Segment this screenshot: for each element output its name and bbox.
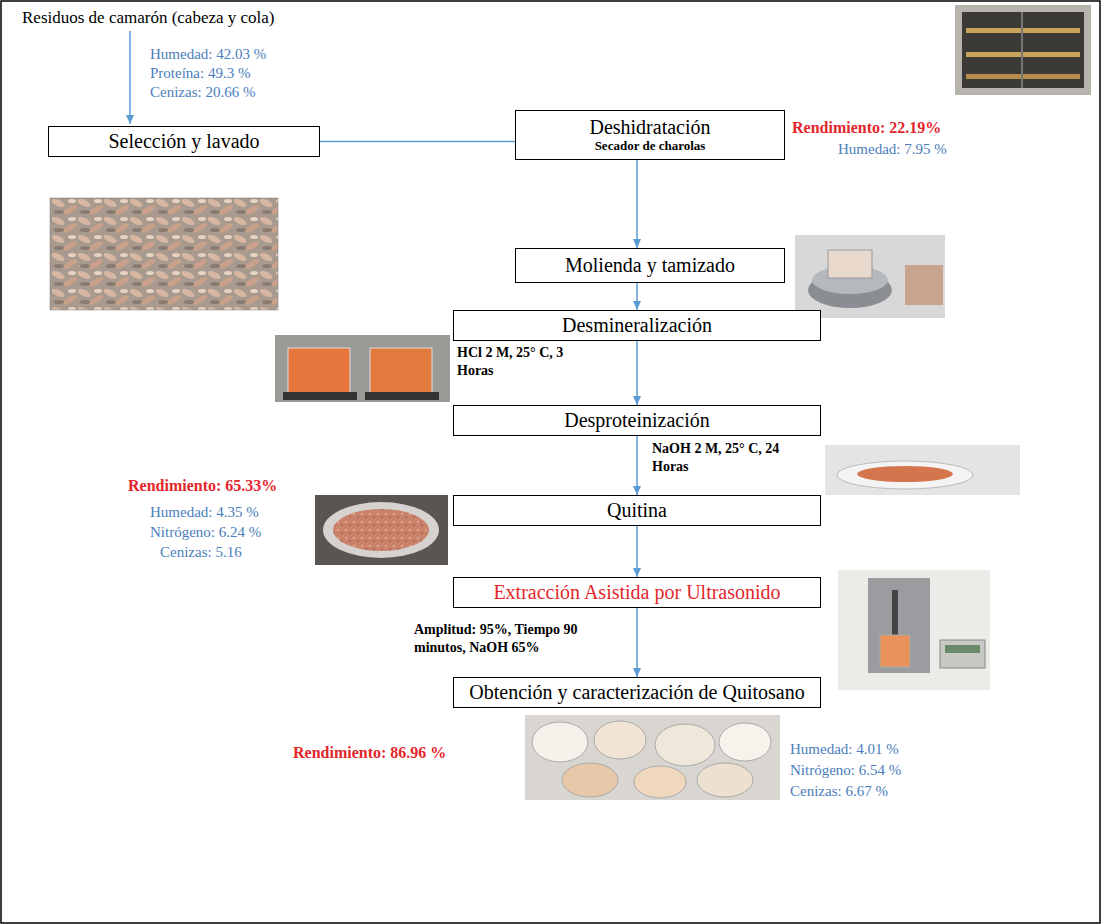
yield-label: Rendimiento: 65.33% xyxy=(128,477,277,495)
flow-arrow xyxy=(636,608,638,677)
process-box: Desproteinización xyxy=(453,405,821,436)
condition-label: NaOH 2 M, 25° C, 24 Horas xyxy=(650,440,799,475)
process-box: Selección y lavado xyxy=(48,126,320,157)
box-title: Molienda y tamizado xyxy=(565,254,735,277)
flow-arrow xyxy=(636,436,638,495)
condition-label: Amplitud: 95%, Tiempo 90 minutos, NaOH 6… xyxy=(412,621,630,656)
flow-arrow xyxy=(636,341,638,405)
process-box: Quitina xyxy=(453,495,821,526)
box-title: Selección y lavado xyxy=(108,130,259,153)
box-title: Extracción Asistida por Ultrasonido xyxy=(493,581,780,604)
data-label: Cenizas: 20.66 % xyxy=(150,84,255,101)
data-label: Nitrógeno: 6.54 % xyxy=(790,762,901,779)
flow-arrow xyxy=(636,526,638,577)
box-title: Deshidratación xyxy=(589,116,710,139)
data-label: Cenizas: 6.67 % xyxy=(790,783,888,800)
process-box: DeshidrataciónSecador de charolas xyxy=(515,110,785,160)
box-subtitle: Secador de charolas xyxy=(595,139,706,154)
data-label: Humedad: 4.35 % xyxy=(150,504,259,521)
flow-arrow xyxy=(636,283,638,310)
condition-label: HCl 2 M, 25° C, 3 Horas xyxy=(455,344,577,379)
process-box: Molienda y tamizado xyxy=(515,248,785,283)
data-label: Cenizas: 5.16 xyxy=(160,544,242,561)
yield-label: Rendimiento: 86.96 % xyxy=(293,744,446,762)
flow-arrow xyxy=(320,141,515,143)
process-box: Extracción Asistida por Ultrasonido xyxy=(453,577,821,608)
box-title: Desproteinización xyxy=(564,409,710,432)
data-label: Humedad: 7.95 % xyxy=(838,141,947,158)
data-label: Humedad: 42.03 % xyxy=(150,46,266,63)
process-box: Desmineralización xyxy=(453,310,821,341)
flow-arrow xyxy=(636,160,638,248)
yield-label: Rendimiento: 22.19% xyxy=(792,119,941,137)
data-label: Humedad: 4.01 % xyxy=(790,741,899,758)
data-label: Residuos de camarón (cabeza y cola) xyxy=(22,8,275,28)
data-label: Proteína: 49.3 % xyxy=(150,65,250,82)
box-title: Desmineralización xyxy=(562,314,712,337)
box-title: Quitina xyxy=(607,499,667,522)
data-label: Nitrógeno: 6.24 % xyxy=(150,524,261,541)
process-box: Obtención y caracterización de Quitosano xyxy=(453,677,821,708)
box-title: Obtención y caracterización de Quitosano xyxy=(469,681,804,704)
